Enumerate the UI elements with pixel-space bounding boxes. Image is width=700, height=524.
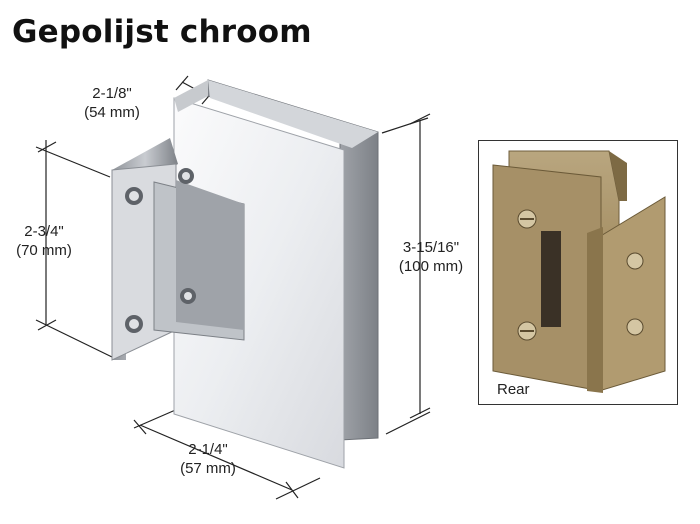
rear-view-panel: Rear (478, 140, 678, 405)
chrome-hinge (111, 79, 379, 469)
dim-mount-height-imperial: 2-3/4" (24, 223, 64, 240)
dim-top-width-imperial: 2-1/8" (92, 85, 132, 102)
dim-top-width: 2-1/8" (54 mm) (74, 84, 150, 122)
dim-mount-height-metric: (70 mm) (16, 242, 72, 259)
dim-mount-height: 2-3/4" (70 mm) (4, 222, 84, 260)
brass-hinge-rear-image (492, 150, 666, 393)
dim-top-width-metric: (54 mm) (84, 104, 140, 121)
dim-bottom-width: 2-1/4" (57 mm) (170, 440, 246, 478)
rear-label: Rear (497, 381, 530, 398)
dim-overall-height-metric: (100 mm) (398, 258, 464, 275)
page-title: Gepolijst chroom (12, 14, 312, 50)
dim-overall-height-imperial: 3-15/16" (402, 239, 460, 256)
dim-bottom-width-imperial: 2-1/4" (188, 441, 228, 458)
dimension-lines (35, 75, 431, 500)
dim-overall-height: 3-15/16" (100 mm) (388, 238, 474, 276)
dim-bottom-width-metric: (57 mm) (180, 460, 236, 477)
